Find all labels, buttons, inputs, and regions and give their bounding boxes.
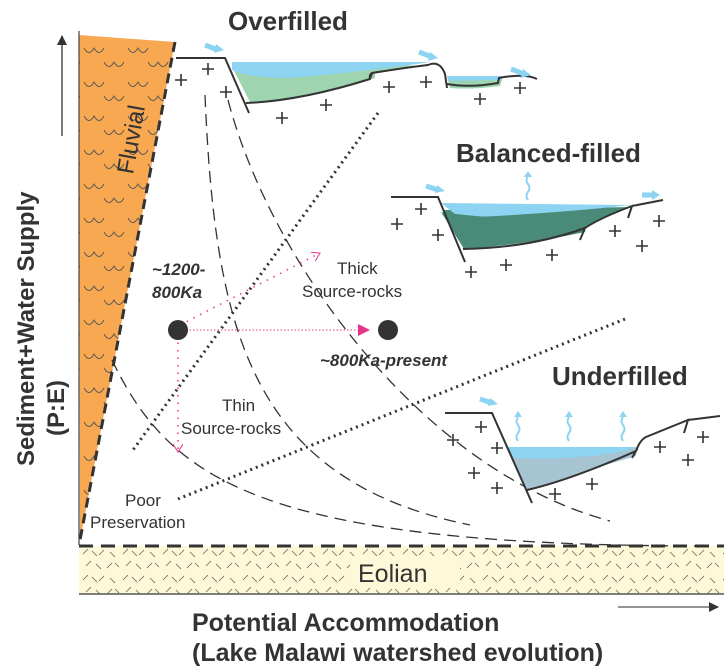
thick-label-1: Thick: [337, 259, 378, 278]
evolution-path: [168, 253, 398, 452]
overfilled-basin: [175, 42, 538, 124]
balanced-title: Balanced-filled: [456, 138, 641, 168]
thin-label-1: Thin: [222, 396, 255, 415]
underfilled-title: Underfilled: [552, 361, 688, 391]
thin-label-2: Source-rocks: [181, 419, 281, 438]
thick-label-2: Source-rocks: [302, 282, 402, 301]
fluvial-zone: Fluvial: [78, 31, 177, 545]
poor-label-2: Preservation: [90, 513, 185, 532]
underfilled-basin: [445, 396, 721, 504]
poor-label-1: Poor: [125, 491, 161, 510]
balanced-underfilled-boundary: [177, 317, 626, 501]
x-axis-label: Potential Accommodation: [192, 609, 499, 637]
y-axis-label-sub: (P:E): [43, 380, 70, 436]
outer-boundary-curve: [111, 359, 701, 547]
y-axis-label: Sediment+Water Supply: [13, 191, 40, 466]
start-point: [168, 320, 188, 340]
end-point: [378, 320, 398, 340]
mid-dashed-curve: [227, 99, 611, 522]
x-axis-label-sub: (Lake Malawi watershed evolution): [192, 639, 603, 667]
start-time-label-1: ~1200-: [152, 260, 206, 279]
overfilled-title: Overfilled: [228, 6, 348, 36]
preservation-boundary-curve: [204, 94, 471, 526]
start-time-label-2: 800Ka: [152, 283, 202, 302]
balanced-basin: [391, 171, 665, 278]
eolian-label: Eolian: [358, 560, 428, 588]
end-time-label: ~800Ka-present: [320, 351, 448, 370]
eolian-zone: Eolian: [79, 544, 724, 595]
